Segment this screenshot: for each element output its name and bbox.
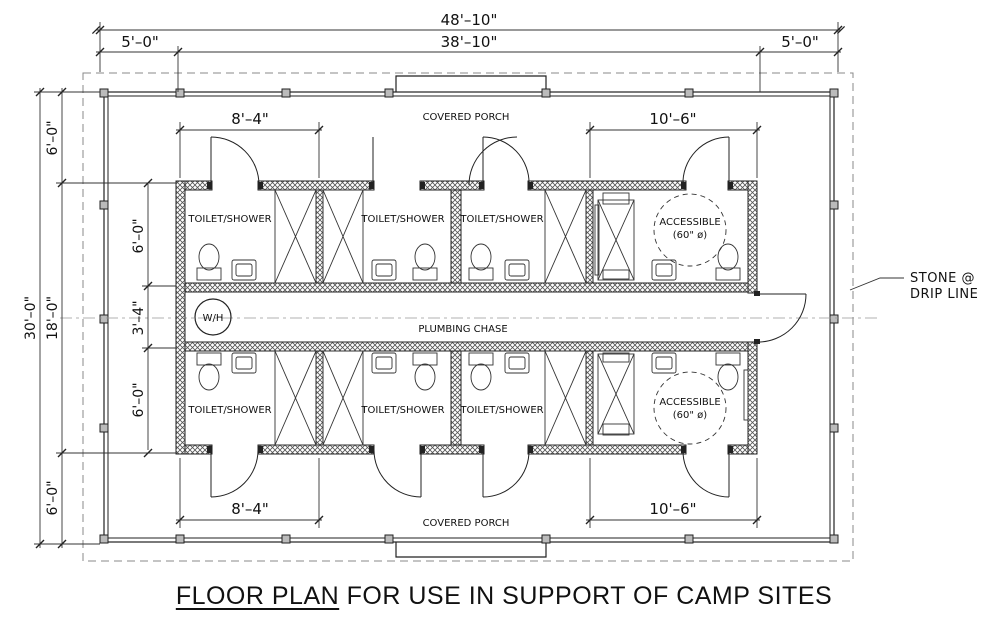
- accessible-size-bottom: (60" ø): [673, 410, 708, 421]
- dim-stall-width-top: 8'–4": [231, 110, 269, 128]
- water-heater: [194, 298, 232, 336]
- caption-rest: FOR USE IN SUPPORT OF CAMP SITES: [339, 582, 833, 610]
- room-label-bottom-3: TOILET/SHOWER: [459, 405, 543, 416]
- room-label-bottom-1: TOILET/SHOWER: [187, 405, 271, 416]
- label-covered-porch-bottom: COVERED PORCH: [423, 518, 510, 529]
- dim-porch-bottom: 6'–0": [45, 480, 61, 515]
- dim-room-depth-bottom: 6'–0": [131, 382, 147, 417]
- dim-room-depth-top: 6'–0": [131, 218, 147, 253]
- doors-top: [210, 136, 730, 186]
- drawing-caption: FLOOR PLAN FOR USE IN SUPPORT OF CAMP SI…: [0, 582, 1008, 611]
- room-label-top-1: TOILET/SHOWER: [187, 214, 271, 225]
- showers: [274, 189, 635, 446]
- dim-porch-top: 6'–0": [45, 120, 61, 155]
- accessible-label-bottom: ACCESSIBLE: [659, 397, 720, 408]
- label-covered-porch-top: COVERED PORCH: [423, 112, 510, 123]
- room-label-top-3: TOILET/SHOWER: [459, 214, 543, 225]
- dimension-lines: [34, 22, 904, 549]
- drip-line: [82, 72, 854, 562]
- accessible-size-top: (60" ø): [673, 230, 708, 241]
- dim-accessible-width-bottom: 10'–6": [649, 500, 696, 518]
- label-water-heater: W/H: [203, 313, 224, 324]
- stone-note-line2: DRIP LINE: [910, 287, 978, 302]
- caption-floor-plan: FLOOR PLAN: [175, 582, 340, 610]
- dim-building-depth: 18'–0": [45, 296, 61, 340]
- accessible-label-top: ACCESSIBLE: [659, 217, 720, 228]
- label-plumbing-chase: PLUMBING CHASE: [418, 324, 507, 335]
- dim-stall-width-bottom: 8'–4": [231, 500, 269, 518]
- room-label-bottom-2: TOILET/SHOWER: [360, 405, 444, 416]
- dim-left-overhang: 5'–0": [121, 33, 159, 51]
- fixtures-bottom: [196, 352, 749, 445]
- fixtures-top: [196, 192, 741, 281]
- stone-note-line1: STONE @: [910, 271, 975, 286]
- dim-building-width: 38'–10": [441, 33, 498, 51]
- room-label-top-2: TOILET/SHOWER: [360, 214, 444, 225]
- dim-accessible-width-top: 10'–6": [649, 110, 696, 128]
- dim-chase-width: 3'–4": [131, 300, 147, 335]
- doors-bottom: [210, 449, 730, 498]
- dim-right-overhang: 5'–0": [781, 33, 819, 51]
- porch-posts: [99, 88, 839, 544]
- chase-door: [757, 293, 807, 343]
- porch-step-top: [395, 75, 547, 92]
- dim-overall-width: 48'–10": [441, 11, 498, 29]
- dim-overall-depth: 30'–0": [23, 296, 39, 340]
- porch-step-bottom: [395, 542, 547, 558]
